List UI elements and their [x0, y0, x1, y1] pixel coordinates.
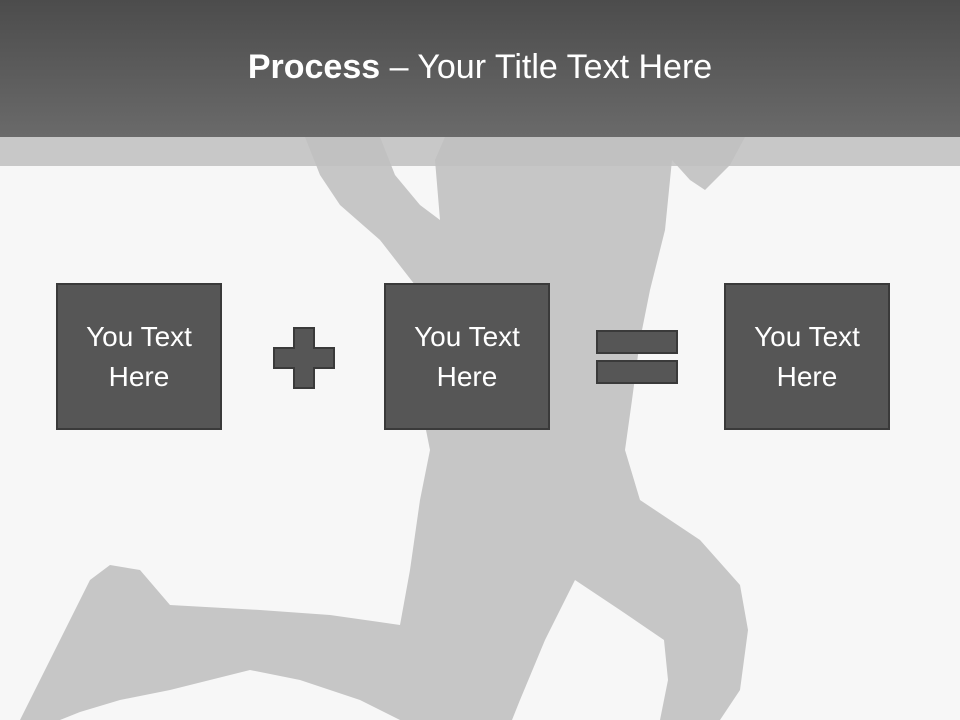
process-box-1: You Text Here	[56, 283, 222, 430]
title-rest: – Your Title Text Here	[380, 48, 713, 86]
process-box-2: You Text Here	[384, 283, 550, 430]
process-box-1-label: You Text Here	[86, 320, 192, 392]
process-box-3-label: You Text Here	[754, 320, 860, 392]
process-box-2-label: You Text Here	[414, 320, 520, 392]
process-box-3: You Text Here	[724, 283, 890, 430]
equals-icon	[596, 330, 678, 384]
title-bold: Process	[247, 48, 381, 86]
plus-icon	[273, 327, 335, 389]
slide-title: Process – Your Title Text Here	[248, 48, 712, 87]
title-bar: Process – Your Title Text Here	[0, 0, 960, 137]
header-band	[0, 137, 960, 166]
